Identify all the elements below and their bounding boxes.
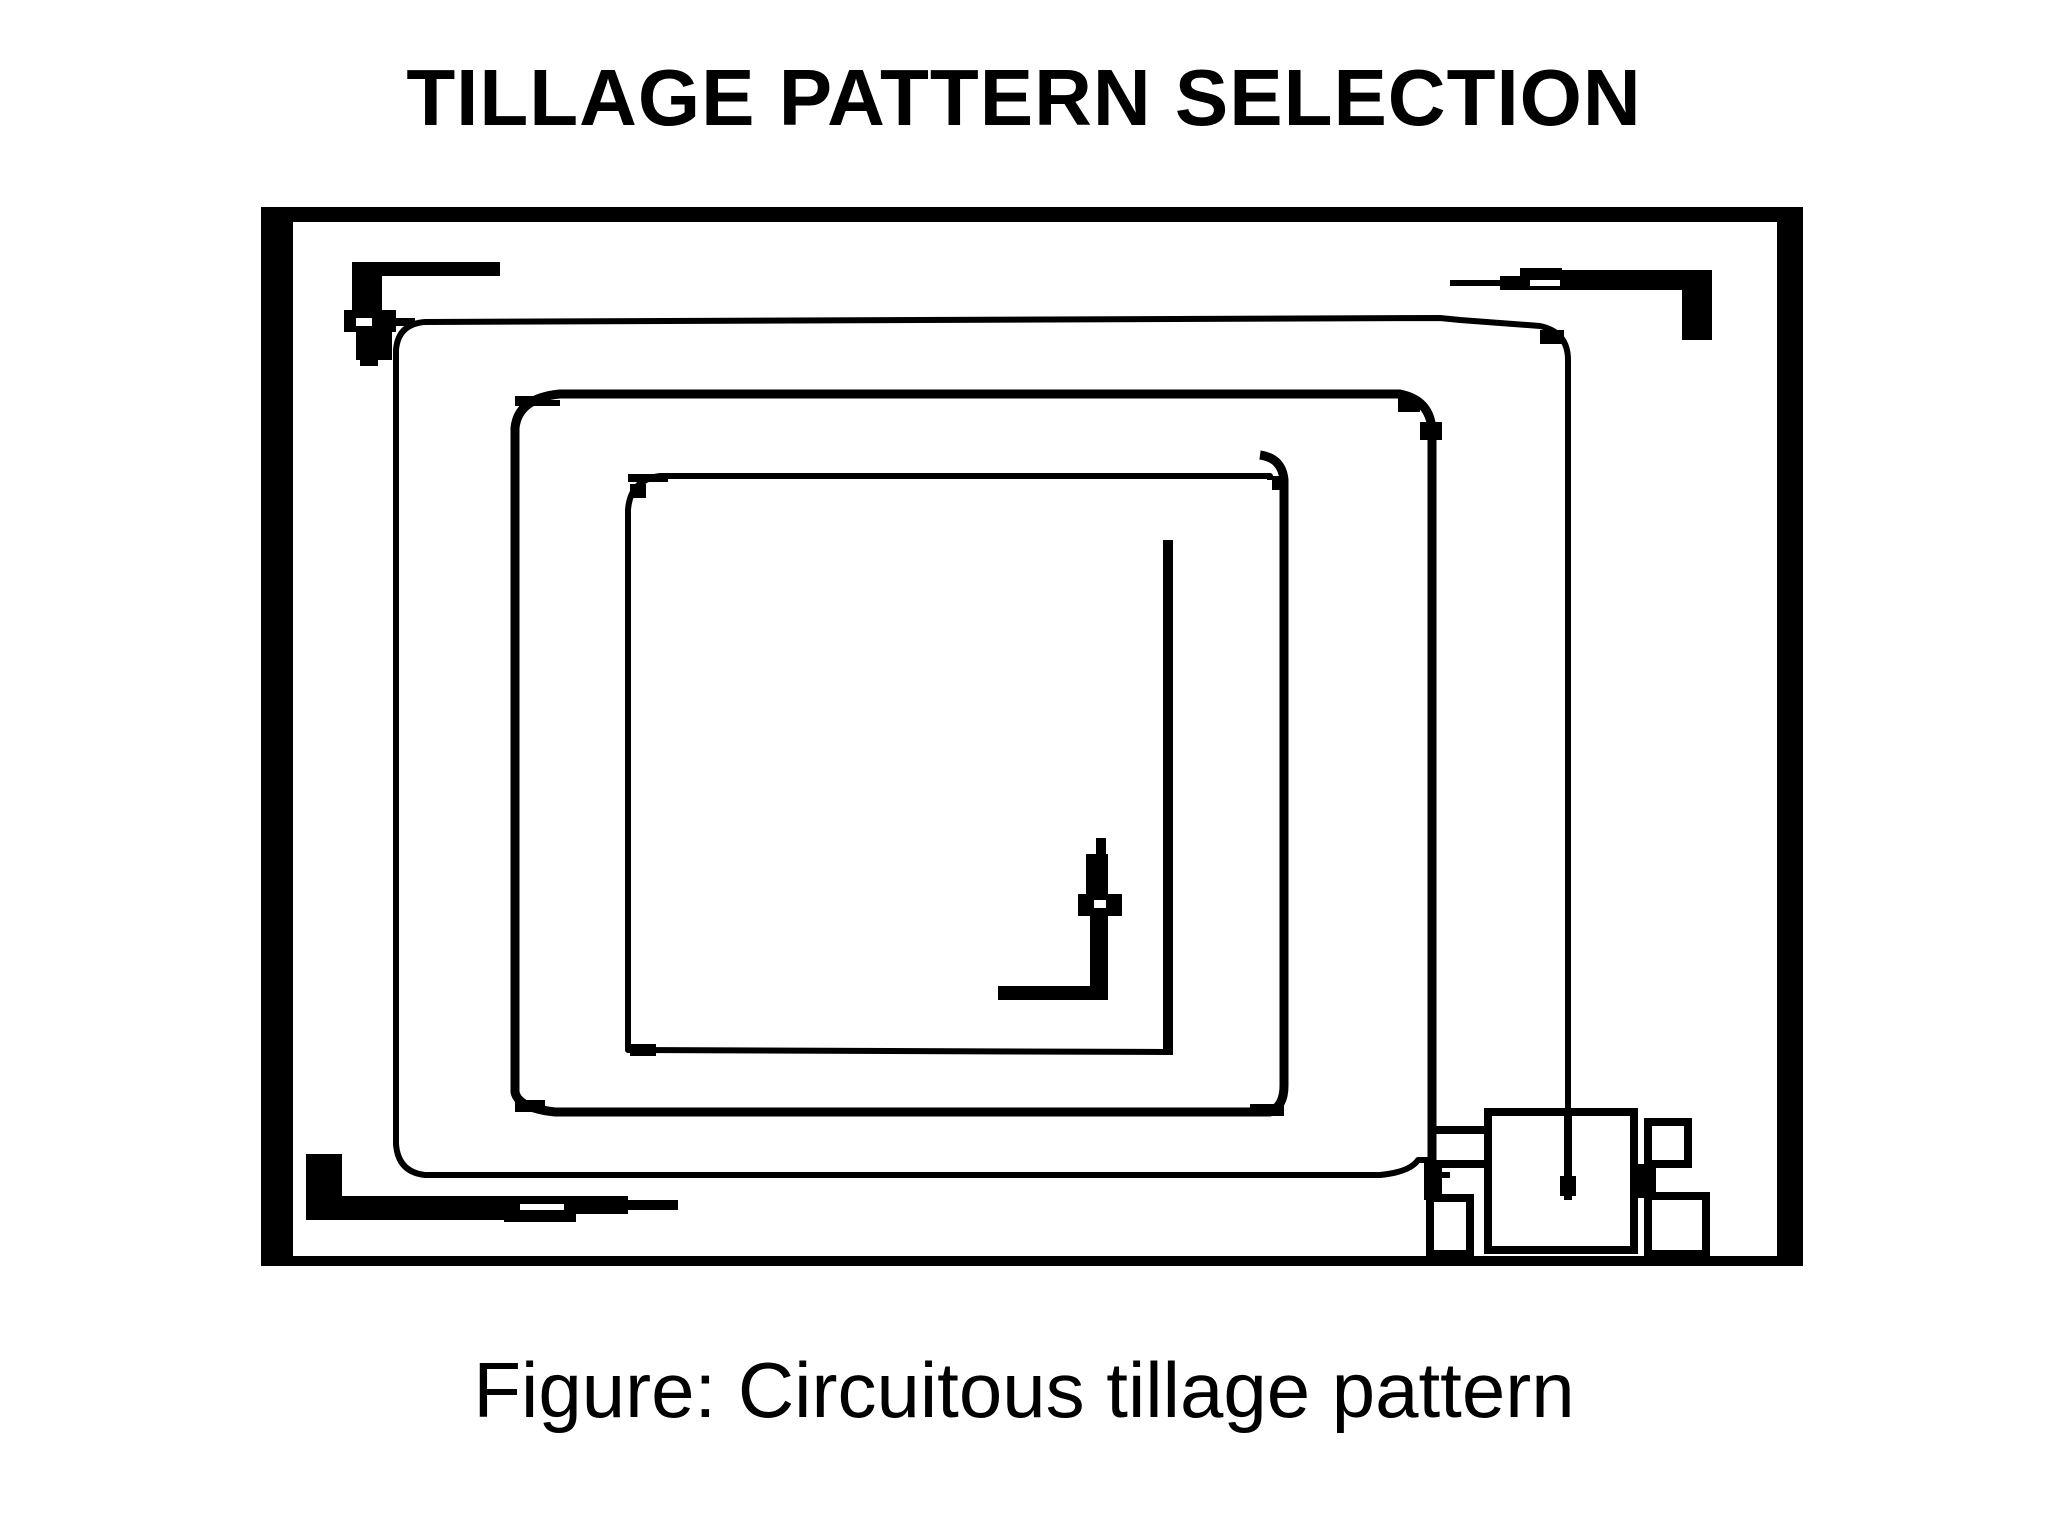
field-entry-fill [1424,1160,1656,1200]
tractor-icon-bottom-left [306,1154,678,1222]
field-boundary [261,207,1803,1266]
field-entry-structure [1426,1108,1710,1258]
tractor-icon-top-right [1450,268,1712,340]
turn-marks [395,318,1564,1116]
slide-title: TILLAGE PATTERN SELECTION [406,53,1642,142]
tractor-icon-top-left [344,262,500,366]
tractor-icon-center [998,838,1122,1000]
path-round-1 [393,315,1571,1190]
figure-caption: Figure: Circuitous tillage pattern [473,1346,1575,1434]
